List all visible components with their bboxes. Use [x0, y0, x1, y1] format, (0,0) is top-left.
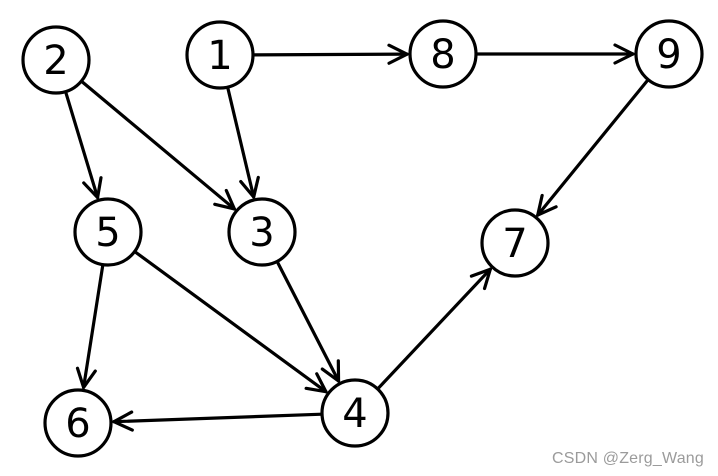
node-circle: [43, 388, 113, 458]
node-label: 5: [95, 210, 120, 256]
node-3: 3: [227, 197, 297, 267]
node-1: 1: [185, 20, 255, 90]
node-label: 8: [430, 32, 455, 78]
edge-line: [226, 85, 256, 199]
arrowhead-icon: [536, 193, 558, 217]
arrowhead-icon: [320, 359, 341, 383]
node-label: 3: [249, 210, 274, 256]
edge-line: [251, 52, 409, 57]
node-circle: [21, 25, 91, 95]
edge-4-to-7: [376, 267, 492, 391]
edge-line: [376, 267, 492, 391]
edge-1-to-8: [251, 43, 409, 65]
nodes-layer: 2 1 8 9 5 3 7 6 4: [21, 19, 704, 458]
edge-line: [81, 263, 105, 390]
node-9: 9: [634, 19, 704, 89]
edge-5-to-6: [75, 263, 105, 390]
edges-layer: [63, 43, 650, 432]
node-label: 6: [65, 401, 90, 447]
node-8: 8: [408, 19, 478, 89]
node-2: 2: [21, 25, 91, 95]
arrowhead-icon: [469, 267, 492, 291]
edge-line: [536, 77, 650, 217]
arrowhead-icon: [75, 366, 97, 390]
node-4: 4: [320, 378, 390, 448]
node-6: 6: [43, 388, 113, 458]
node-label: 4: [342, 391, 367, 437]
node-circle: [408, 19, 478, 89]
edge-line: [79, 79, 236, 211]
node-circle: [185, 20, 255, 90]
edge-8-to-9: [474, 43, 635, 65]
arrowhead-icon: [304, 372, 328, 394]
arrowhead-icon: [239, 175, 260, 199]
edge-line: [275, 259, 341, 383]
node-5: 5: [73, 197, 143, 267]
edge-1-to-3: [226, 85, 260, 199]
edge-9-to-7: [536, 77, 650, 217]
arrowhead-icon: [112, 410, 134, 432]
edge-line: [133, 249, 328, 394]
edge-2-to-5: [63, 89, 103, 200]
node-circle: [480, 208, 550, 278]
edge-4-to-6: [112, 410, 324, 432]
edge-2-to-3: [79, 79, 236, 211]
node-circle: [634, 19, 704, 89]
arrowhead-icon: [613, 43, 635, 65]
arrowhead-icon: [82, 176, 103, 200]
node-circle: [227, 197, 297, 267]
node-label: 7: [502, 221, 527, 267]
arrowhead-icon: [213, 188, 236, 211]
csdn-watermark: CSDN @Zerg_Wang: [551, 450, 704, 467]
arrowhead-icon: [387, 43, 409, 65]
node-label: 2: [43, 38, 68, 84]
node-circle: [73, 197, 143, 267]
edge-5-to-4: [133, 249, 328, 394]
edge-3-to-4: [275, 259, 341, 383]
node-label: 9: [656, 32, 681, 78]
node-circle: [320, 378, 390, 448]
edge-line: [112, 412, 324, 424]
node-7: 7: [480, 208, 550, 278]
node-label: 1: [207, 33, 232, 79]
edge-line: [63, 89, 100, 200]
